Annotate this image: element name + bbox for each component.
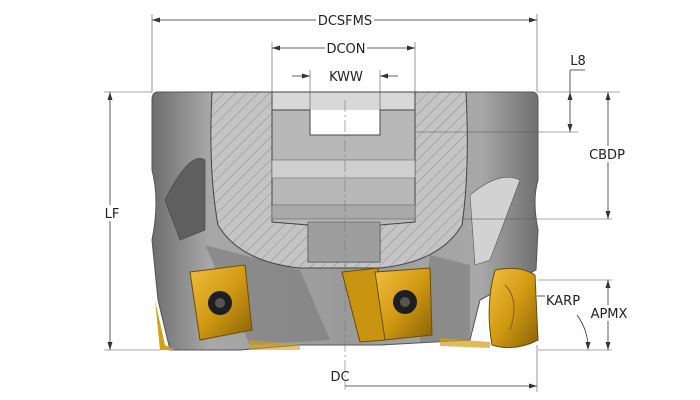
dimension-apmx: APMX	[538, 279, 630, 351]
dimension-kww: KWW	[292, 70, 398, 110]
insert-left	[189, 264, 253, 341]
chip-flute-right	[469, 176, 521, 266]
dimension-cbdp: CBDP	[462, 92, 628, 220]
label-l8: L8	[570, 54, 586, 69]
dimension-dcon: DCON	[271, 40, 416, 92]
label-dcsfms: DCSFMS	[318, 14, 372, 29]
label-apmx: APMX	[591, 307, 628, 322]
insert-center	[341, 267, 433, 343]
cross-section	[210, 91, 468, 390]
dimension-lf: LF	[100, 91, 160, 351]
dimension-dc: DC	[330, 345, 538, 392]
dimension-karp: KARP	[537, 294, 591, 350]
dimension-dcsfms: DCSFMS	[151, 12, 538, 92]
label-dc: DC	[330, 370, 349, 385]
label-cbdp: CBDP	[589, 148, 625, 163]
label-kww: KWW	[329, 70, 363, 85]
label-karp: KARP	[546, 294, 580, 309]
inserts	[155, 264, 539, 350]
chip-flute-left	[164, 158, 206, 241]
dimension-l8: L8	[415, 54, 620, 133]
label-lf: LF	[105, 207, 120, 222]
insert-right	[488, 267, 539, 349]
label-dcon: DCON	[326, 42, 365, 57]
